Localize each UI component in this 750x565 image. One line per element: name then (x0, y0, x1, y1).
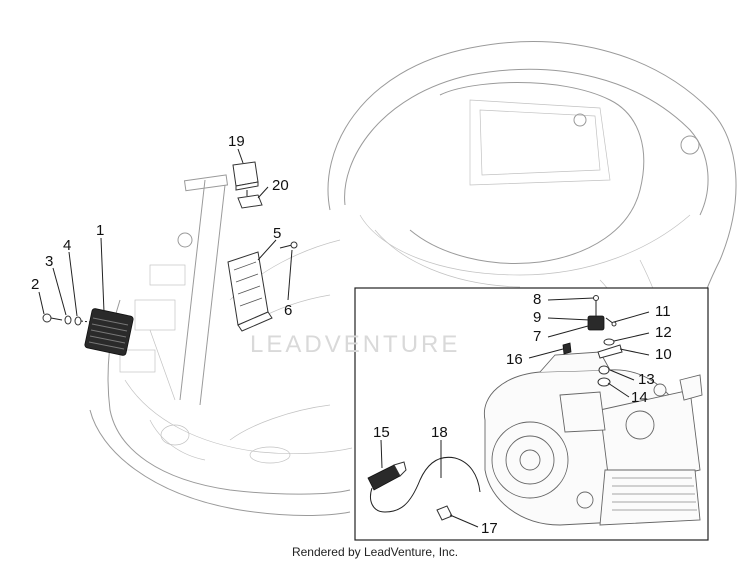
callout-3: 3 (45, 253, 53, 270)
callout-17: 17 (481, 520, 498, 537)
watermark-text: LEADVENTURE (250, 331, 460, 358)
clip-part (562, 342, 572, 355)
callout-4: 4 (63, 237, 71, 254)
switch-part (587, 295, 605, 331)
callout-15: 15 (373, 424, 390, 441)
control-unit-screw-part (279, 241, 298, 249)
callout-12: 12 (655, 324, 672, 341)
callout-13: 13 (638, 371, 655, 388)
lock-washer-part (74, 316, 82, 326)
callout-2: 2 (31, 276, 39, 293)
leader-lines (38, 148, 650, 528)
callout-18: 18 (431, 424, 448, 441)
callout-6: 6 (284, 302, 292, 319)
callout-14: 14 (631, 389, 648, 406)
callout-16: 16 (506, 351, 523, 368)
callout-9: 9 (533, 309, 541, 326)
lever-part (597, 344, 623, 359)
nut-part (597, 377, 611, 387)
o-ring-part (603, 338, 615, 346)
callout-8: 8 (533, 291, 541, 308)
callout-11: 11 (655, 303, 671, 320)
callout-7: 7 (533, 328, 541, 345)
engine-assembly (483, 351, 703, 526)
footer-credit: Rendered by LeadVenture, Inc. (291, 545, 459, 559)
callout-20: 20 (272, 177, 289, 194)
callout-5: 5 (273, 225, 281, 242)
washer-part (64, 315, 72, 325)
relay-part (232, 161, 259, 196)
relay-socket-part (237, 194, 263, 209)
control-unit-part (227, 251, 273, 332)
regulator-screw-part (42, 313, 63, 323)
spring-part (598, 365, 610, 375)
callout-19: 19 (228, 133, 245, 150)
callout-1: 1 (96, 222, 104, 239)
callout-10: 10 (655, 346, 672, 363)
wiring-harness-part (370, 456, 481, 513)
voltage-regulator-part (84, 308, 134, 356)
sensor-part (367, 461, 407, 491)
